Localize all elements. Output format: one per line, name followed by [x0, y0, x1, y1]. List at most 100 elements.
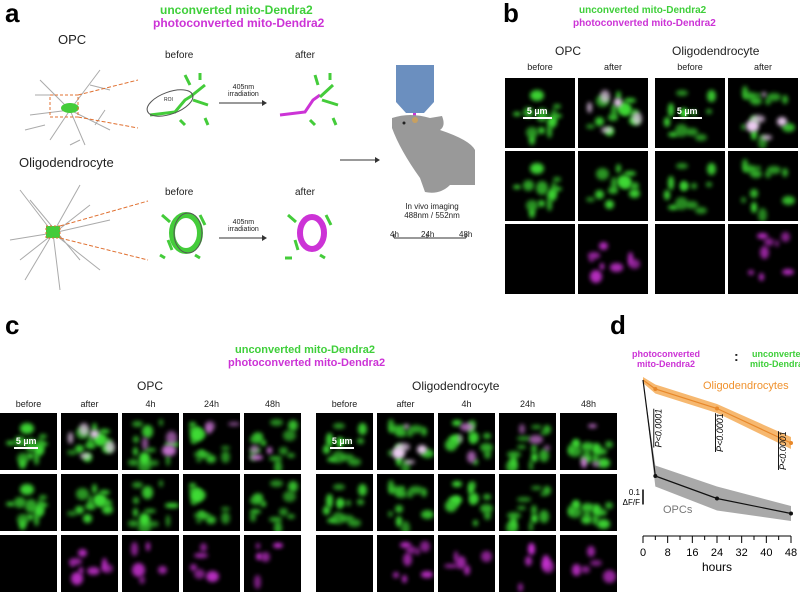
fluorescence-signal	[445, 499, 457, 513]
fluorescence-signal	[572, 502, 580, 508]
fluorescence-signal	[145, 542, 151, 551]
fluorescence-signal	[580, 503, 594, 512]
fluorescence-signal	[445, 438, 457, 452]
fluorescence-signal	[572, 441, 580, 447]
fluorescence-signal	[19, 520, 26, 530]
fluorescence-signal	[517, 505, 526, 511]
column-header: before	[331, 399, 358, 409]
fluorescence-signal	[761, 91, 767, 97]
c-opc-green-image	[0, 474, 57, 531]
oligo-after-drawing	[285, 213, 333, 260]
fluorescence-signal	[663, 190, 671, 200]
fluorescence-signal	[388, 480, 395, 495]
c-oligo-merge-image	[377, 413, 434, 470]
fluorescence-signal	[782, 95, 788, 105]
fluorescence-signal	[583, 509, 592, 520]
fluorescence-signal	[260, 440, 267, 446]
fluorescence-signal	[404, 459, 415, 465]
fluorescence-signal	[567, 507, 582, 519]
fluorescence-signal	[205, 455, 216, 463]
fluorescence-signal	[189, 563, 197, 571]
fluorescence-signal	[91, 484, 98, 494]
fluorescence-signal	[283, 490, 297, 503]
column-header: before	[677, 62, 703, 72]
fluorescence-signal	[165, 503, 179, 508]
fluorescence-signal	[525, 555, 533, 566]
fluorescence-signal	[629, 182, 639, 191]
data-point	[653, 387, 658, 391]
c-oligo-magenta-image	[499, 535, 556, 592]
data-point	[715, 496, 719, 501]
fluorescence-signal	[17, 514, 29, 526]
fluorescence-signal	[481, 550, 492, 563]
fluorescence-signal	[333, 483, 346, 490]
fluorescence-signal	[146, 520, 159, 528]
fluorescence-signal	[407, 429, 414, 437]
p-value-annotation: P<0.0001	[653, 409, 663, 448]
fluorescence-signal	[132, 481, 143, 489]
fluorescence-signal	[705, 181, 713, 188]
fluorescence-signal	[510, 454, 517, 469]
fluorescence-signal	[765, 170, 772, 179]
fluorescence-signal	[444, 563, 459, 569]
c-oligo-green-image	[438, 474, 495, 531]
fluorescence-signal	[613, 98, 623, 107]
x-tick-label: 0	[640, 547, 646, 559]
panel-a-label: a	[5, 0, 20, 28]
c-oligo-merge-image	[499, 413, 556, 470]
fluorescence-signal	[283, 429, 297, 442]
fluorescence-signal	[546, 125, 552, 139]
fluorescence-signal	[528, 208, 536, 218]
fluorescence-signal	[17, 453, 29, 465]
fluorescence-signal	[420, 449, 434, 459]
fluorescence-signal	[531, 485, 543, 490]
fluorescence-signal	[512, 185, 521, 190]
fluorescence-signal	[133, 507, 138, 518]
fluorescence-signal	[449, 495, 462, 505]
fluorescence-signal	[604, 199, 614, 210]
fluorescence-signal	[538, 200, 545, 207]
fluorescence-signal	[599, 90, 611, 104]
schematic-drawing	[9, 65, 475, 291]
fluorescence-signal	[128, 520, 139, 527]
fluorescence-signal	[628, 189, 640, 198]
fluorescence-signal	[14, 436, 27, 448]
fluorescence-signal	[194, 512, 208, 519]
c-oligo-merge-image	[560, 413, 617, 470]
fluorescence-signal	[628, 251, 634, 265]
fluorescence-signal	[536, 181, 549, 196]
c-oligo-green-image	[377, 474, 434, 531]
fluorescence-signal	[518, 582, 524, 592]
fluorescence-signal	[744, 92, 757, 101]
fluorescence-signal	[552, 103, 561, 109]
fluorescence-signal	[530, 443, 538, 455]
c-oligo-merge-image: 5 µm	[316, 413, 373, 470]
fluorescence-signal	[273, 542, 284, 549]
fluorescence-signal	[87, 495, 94, 509]
fluorescence-signal	[414, 547, 420, 556]
fluorescence-signal	[358, 422, 367, 435]
fluorescence-signal	[761, 135, 772, 140]
fluorescence-signal	[519, 424, 525, 435]
fluorescence-signal	[756, 92, 762, 98]
fluorescence-signal	[615, 163, 622, 174]
fluorescence-signal	[252, 431, 263, 441]
column-header: 48h	[580, 399, 597, 409]
fluorescence-signal	[195, 518, 202, 524]
fluorescence-signal	[204, 420, 215, 431]
fluorescence-signal	[595, 117, 604, 126]
fluorescence-signal	[595, 509, 608, 516]
fluorescence-signal	[270, 480, 284, 488]
fluorescence-signal	[78, 423, 90, 437]
opc-label: OPC	[137, 379, 164, 393]
fluorescence-signal	[162, 444, 176, 457]
fluorescence-signal	[395, 505, 403, 514]
fluorescence-signal	[756, 232, 768, 239]
fluorescence-signal	[552, 176, 561, 182]
fluorescence-signal	[554, 113, 563, 119]
fluorescence-signal	[33, 451, 40, 465]
fluorescence-signal	[158, 480, 163, 488]
fluorescence-signal	[667, 102, 674, 117]
fluorescence-signal	[596, 519, 610, 530]
